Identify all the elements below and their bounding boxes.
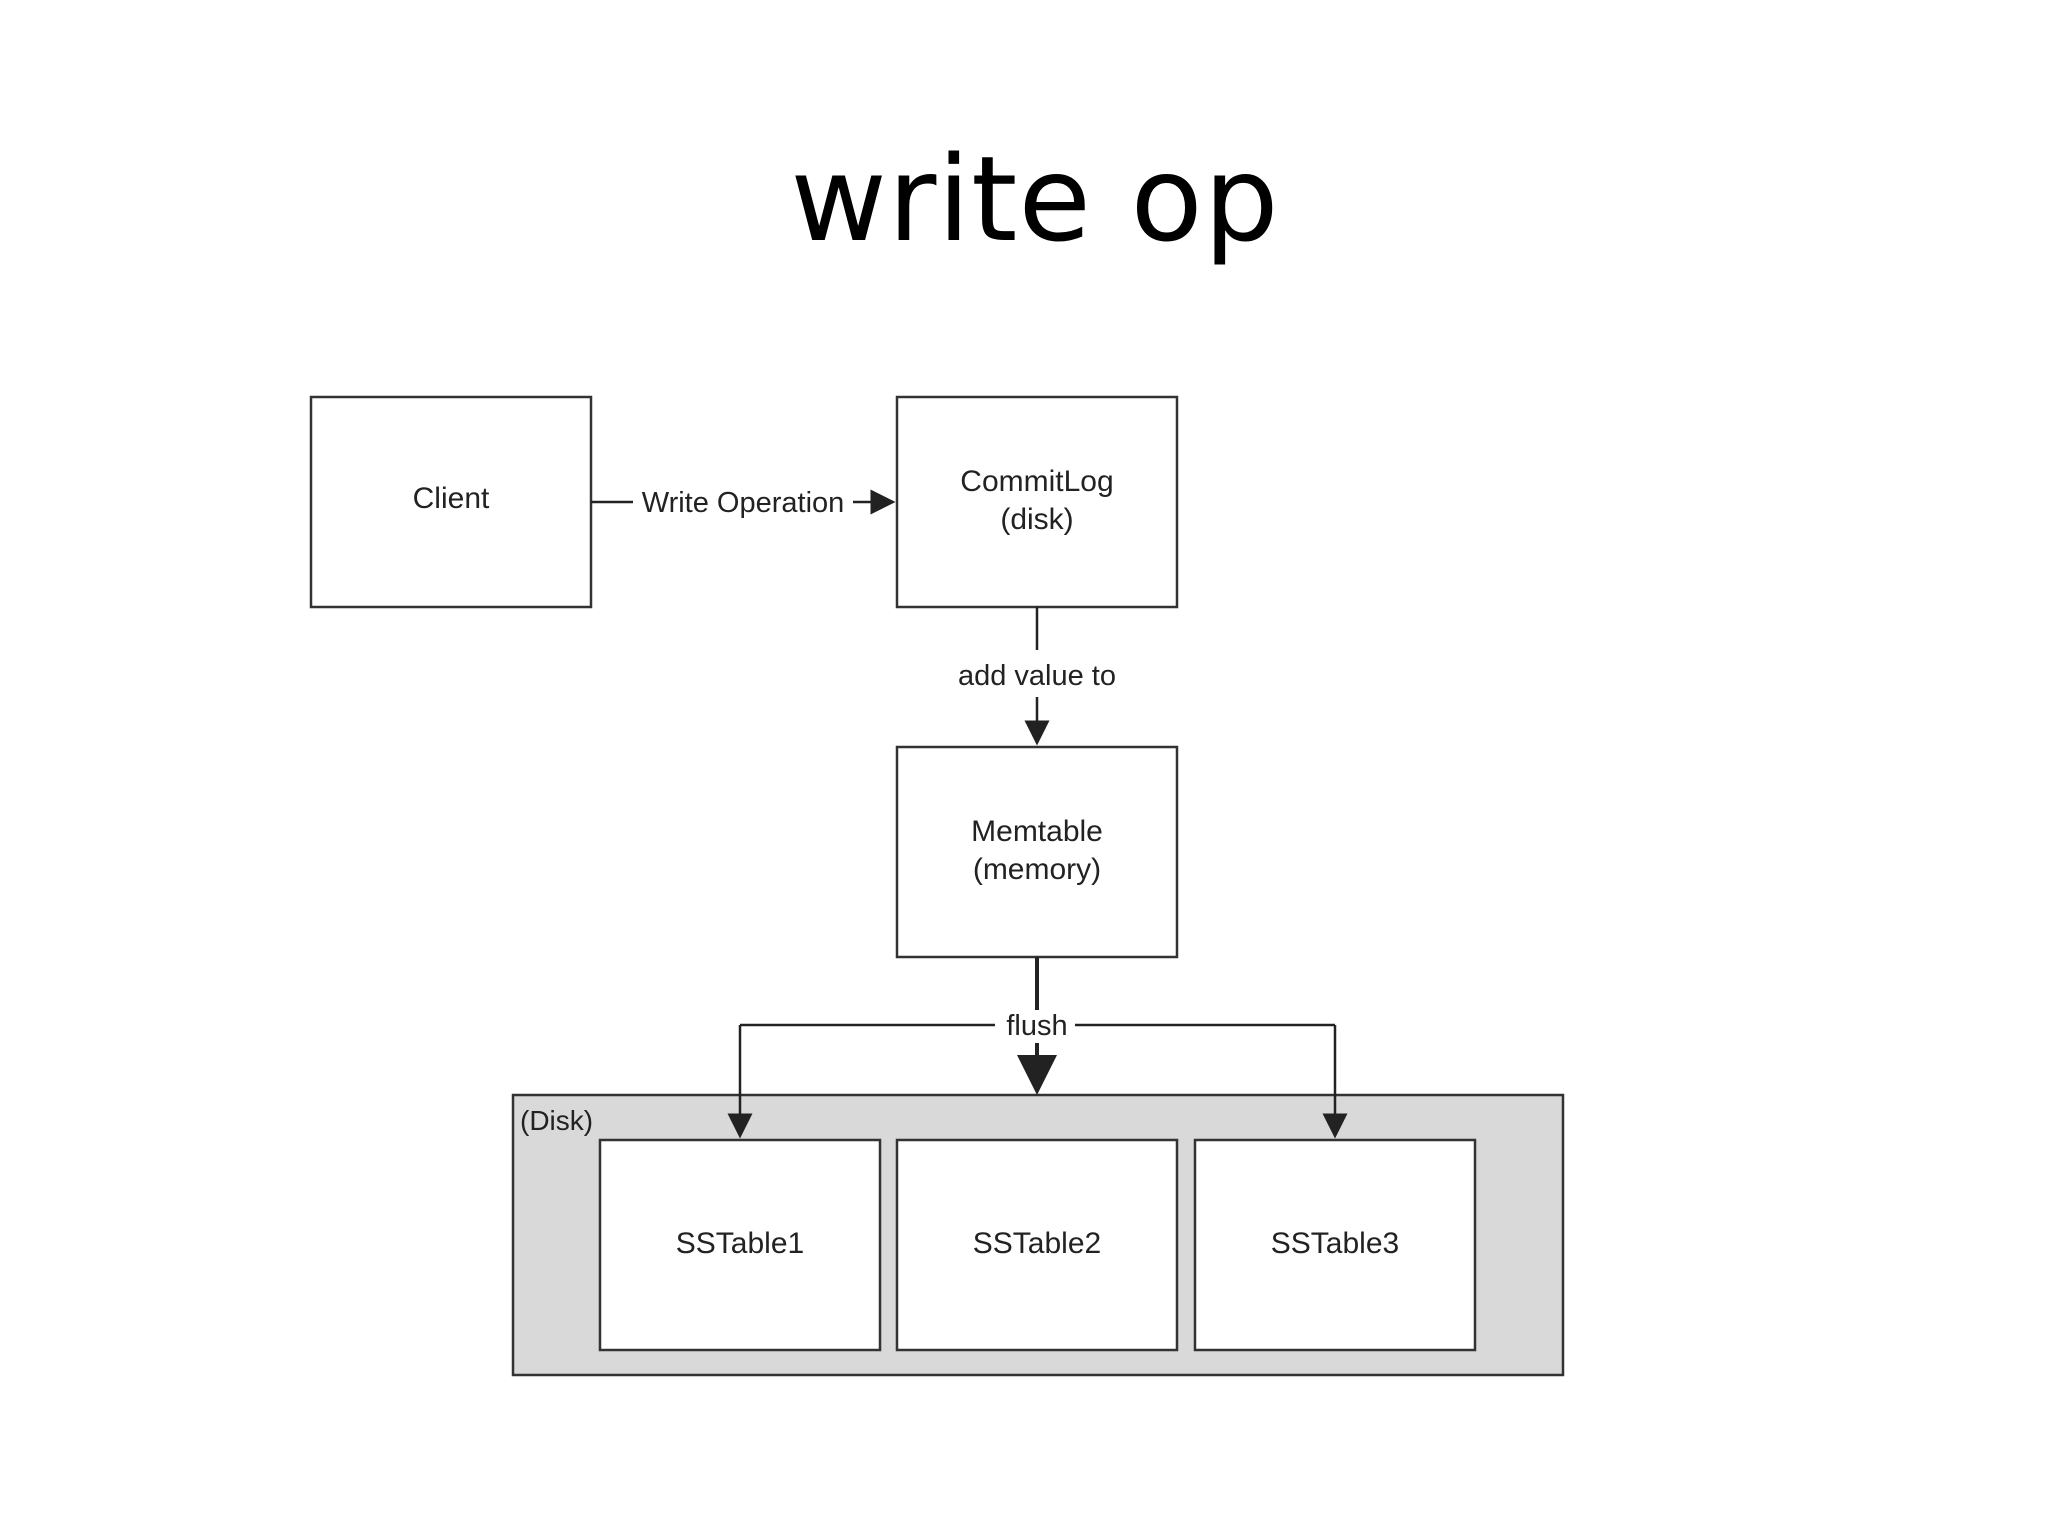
flush-label: flush (1006, 1010, 1067, 1042)
client-node: Client (309, 395, 593, 609)
add-value-to-label: add value to (958, 660, 1116, 692)
flush-edge: flush (727, 957, 1348, 1139)
write-operation-label: Write Operation (642, 487, 845, 519)
write-operation-edge: Write Operation (591, 487, 896, 519)
memtable-node: Memtable (memory) (895, 745, 1179, 959)
commitlog-label-line2: (disk) (1000, 503, 1073, 536)
memtable-label-line2: (memory) (973, 853, 1101, 886)
slide-title: write op (790, 130, 1280, 268)
sstable3-label: SSTable3 (1271, 1227, 1399, 1260)
disk-group-label: (Disk) (520, 1105, 593, 1136)
add-value-to-edge: add value to (958, 607, 1116, 746)
sstable1-label: SSTable1 (676, 1227, 804, 1260)
client-label: Client (413, 482, 490, 515)
sstable2-node: SSTable2 (895, 1138, 1179, 1352)
sstable1-node: SSTable1 (598, 1138, 882, 1352)
memtable-label-line1: Memtable (971, 815, 1103, 848)
commitlog-node: CommitLog (disk) (895, 395, 1179, 609)
sstable3-node: SSTable3 (1193, 1138, 1477, 1352)
commitlog-label-line1: CommitLog (960, 465, 1113, 498)
sstable2-label: SSTable2 (973, 1227, 1101, 1260)
